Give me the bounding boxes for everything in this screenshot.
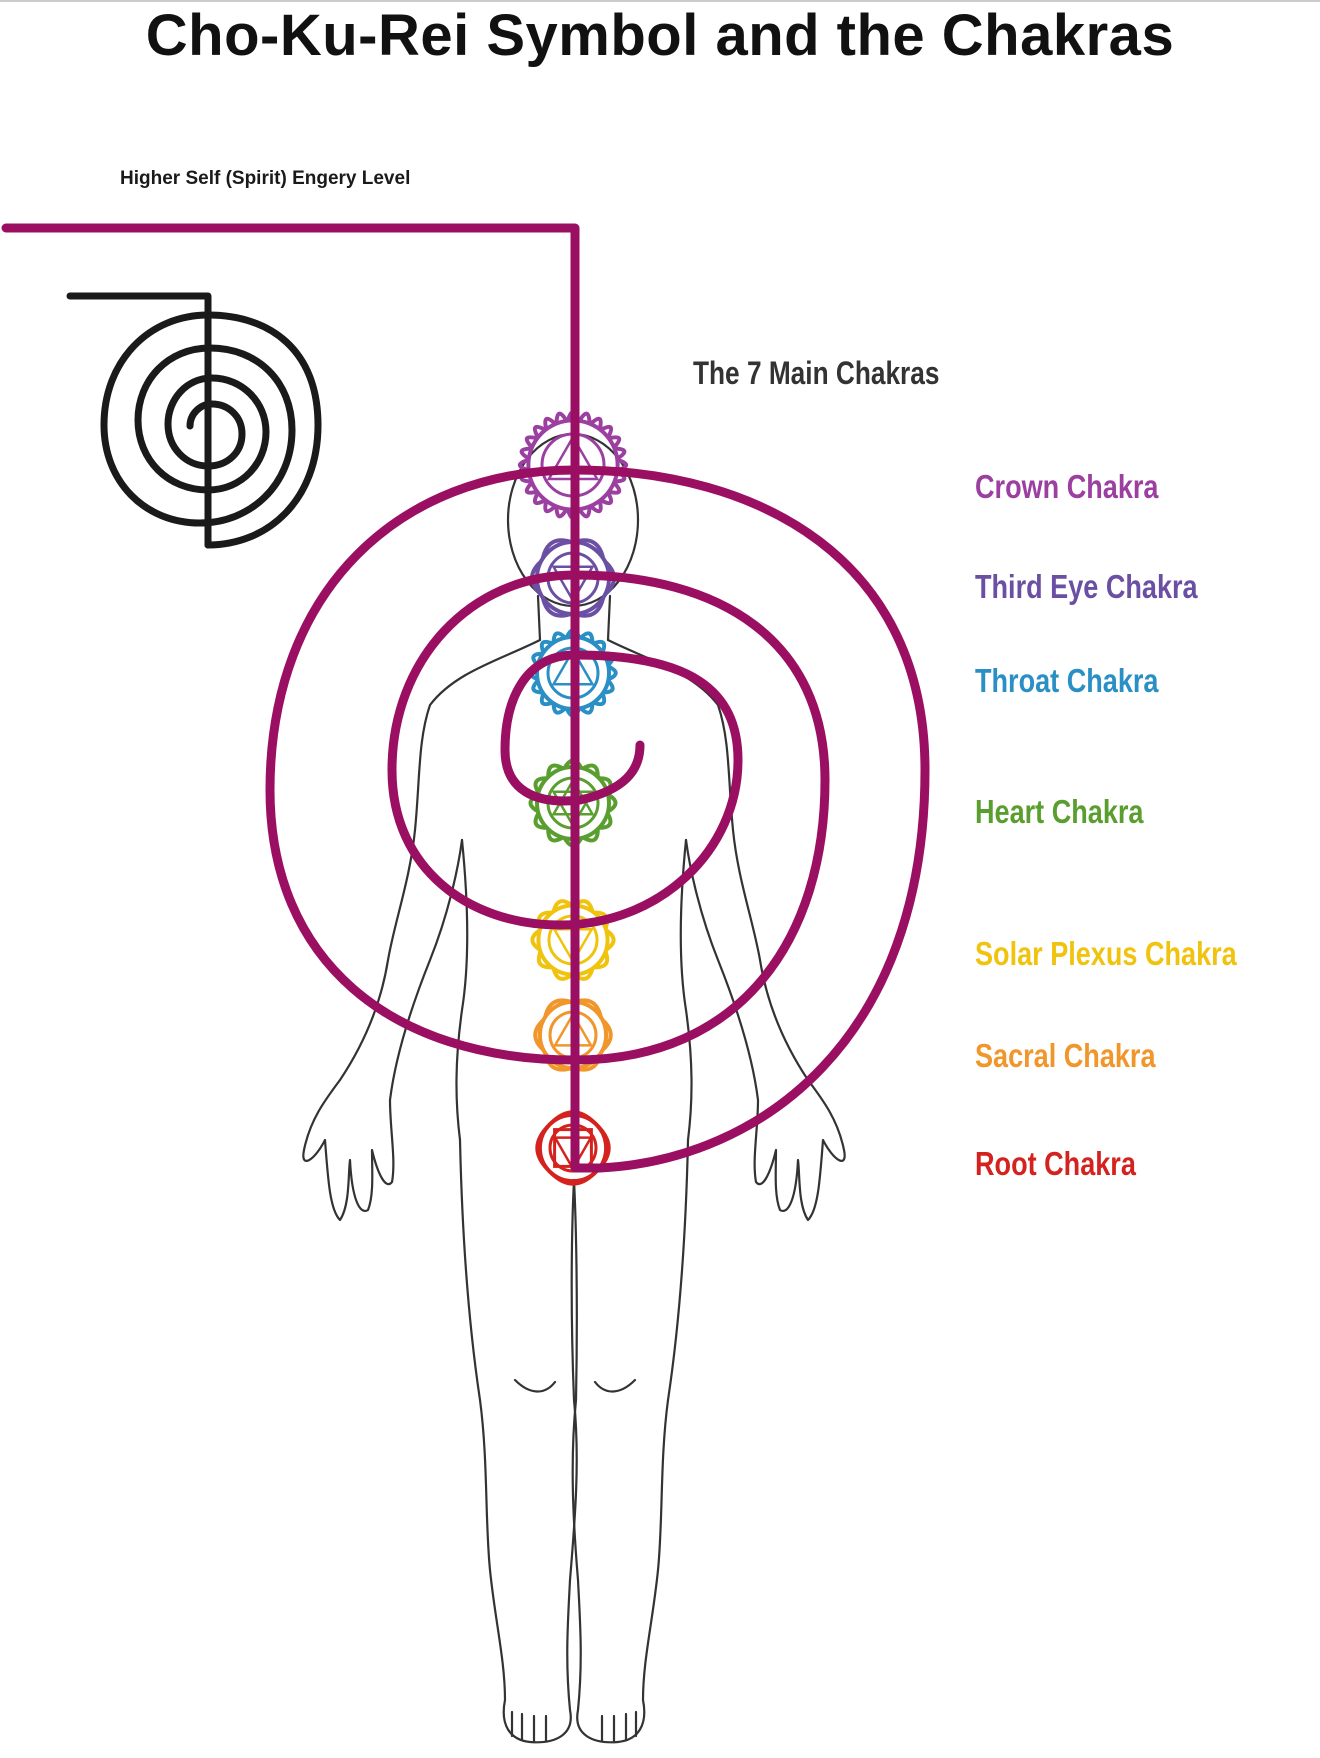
chakra-petal [532, 491, 547, 506]
legend-label-heart: Heart Chakra [975, 793, 1144, 830]
chakras-heading: The 7 Main Chakras [693, 355, 940, 391]
legend-label-sacral: Sacral Chakra [975, 1037, 1156, 1074]
page-title: Cho-Ku-Rei Symbol and the Chakras [145, 3, 1175, 68]
chakra-petal [577, 506, 592, 519]
legend-label-root: Root Chakra [975, 1145, 1136, 1182]
chakra-petal [519, 446, 532, 461]
chakra-petal [532, 424, 547, 439]
chakra-petal [577, 411, 592, 424]
legend-label-crown: Crown Chakra [975, 468, 1159, 505]
chakra-petal [608, 481, 622, 495]
human-body-outline [302, 432, 846, 1744]
crown-chakra-icon [517, 409, 629, 521]
higher-self-label: Higher Self (Spirit) Engery Level [120, 168, 411, 189]
chakra-petal [524, 481, 538, 495]
chakra-petal [614, 446, 627, 461]
chakra-petal [599, 424, 614, 439]
chakra-petal [543, 500, 557, 514]
chakra-petal [524, 435, 538, 449]
chakra-petal [554, 506, 569, 519]
chakra-petal [554, 411, 569, 424]
chakra-petal [608, 435, 622, 449]
cho-ku-rei-symbol-icon [66, 292, 322, 549]
chakra-petal [589, 416, 603, 430]
legend-label-solar-plexus: Solar Plexus Chakra [975, 935, 1237, 972]
chakra-petal [543, 416, 557, 430]
legend-label-third-eye: Third Eye Chakra [975, 568, 1198, 605]
cho-ku-rei-spiral [1, 223, 930, 1173]
legend-label-throat: Throat Chakra [975, 662, 1159, 699]
chakra-petal [599, 491, 614, 506]
chakra-petal [589, 500, 603, 514]
